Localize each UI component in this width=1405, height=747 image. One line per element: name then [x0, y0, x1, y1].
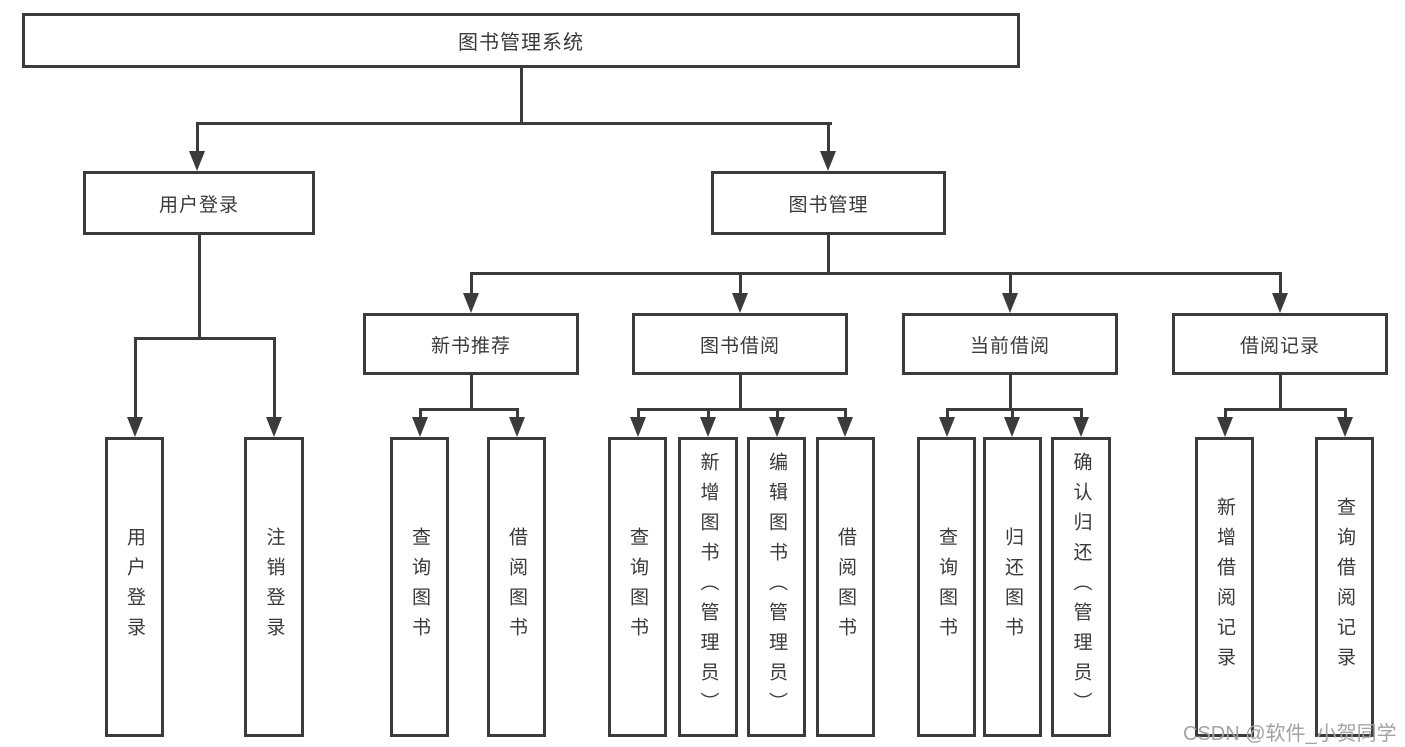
connector-root-rail	[196, 122, 832, 125]
leaf-query-borrow-record-label: 查询借阅记录	[1334, 497, 1355, 677]
arrow-down-icon	[189, 151, 205, 171]
connector-currentborrow-drop-1	[946, 408, 949, 417]
csdn-watermark: CSDN @软件_小贺同学	[1183, 723, 1397, 745]
leaf-query-books-recommend: 查询图书	[390, 437, 449, 737]
connector-bookmgmt-stem	[827, 235, 830, 272]
arrow-down-icon	[820, 151, 836, 171]
leaf-confirm-return-admin-label: 确认归还（管理员）	[1070, 452, 1092, 722]
arrow-down-icon	[837, 417, 853, 437]
node-current-borrow: 当前借阅	[902, 313, 1118, 375]
connector-root-drop-right	[827, 122, 830, 152]
leaf-add-books-admin: 新增图书（管理员）	[678, 437, 738, 737]
arrow-down-icon	[769, 417, 785, 437]
node-book-borrow: 图书借阅	[632, 313, 848, 375]
leaf-edit-books-admin: 编辑图书（管理员）	[747, 437, 806, 737]
arrow-down-icon	[127, 417, 143, 437]
arrow-down-icon	[732, 293, 748, 313]
leaf-query-books-current: 查询图书	[917, 437, 976, 737]
node-borrow-records: 借阅记录	[1172, 313, 1388, 375]
arrow-down-icon	[412, 417, 428, 437]
arrow-down-icon	[1004, 417, 1020, 437]
leaf-return-books: 归还图书	[983, 437, 1042, 737]
arrow-down-icon	[1217, 417, 1233, 437]
arrow-down-icon	[509, 417, 525, 437]
leaf-query-books-borrow-label: 查询图书	[627, 527, 648, 647]
arrow-down-icon	[700, 417, 716, 437]
connector-currentborrow-drop-2	[1011, 408, 1014, 417]
connector-newbook-stem	[470, 375, 473, 408]
connector-bookborrow-stem	[739, 375, 742, 408]
node-root-label: 图书管理系统	[458, 32, 584, 54]
connector-bookborrow-rail	[637, 408, 846, 411]
arrow-down-icon	[1272, 293, 1288, 313]
connector-root-stem	[520, 68, 523, 122]
leaf-user-login-label: 用户登录	[124, 527, 145, 647]
connector-borrowrecords-drop-1	[1224, 408, 1227, 417]
leaf-logout-label: 注销登录	[263, 527, 285, 647]
arrow-down-icon	[939, 417, 955, 437]
connector-newbook-drop-1	[419, 408, 422, 417]
leaf-borrow-books: 借阅图书	[816, 437, 875, 737]
connector-borrowrecords-stem	[1279, 375, 1282, 408]
connector-bookmgmt-drop-2	[739, 272, 742, 293]
arrow-down-icon	[1002, 293, 1018, 313]
leaf-borrow-books-label: 借阅图书	[835, 527, 856, 647]
connector-bookmgmt-drop-4	[1279, 272, 1282, 293]
leaf-user-login: 用户登录	[105, 437, 164, 737]
arrow-down-icon	[1337, 417, 1353, 437]
leaf-logout: 注销登录	[244, 437, 304, 737]
connector-userlogin-drop-1	[134, 337, 137, 417]
connector-newbook-rail	[419, 408, 517, 411]
connector-borrowrecords-drop-2	[1344, 408, 1347, 417]
node-borrow-records-label: 借阅记录	[1239, 335, 1320, 357]
leaf-query-books-borrow: 查询图书	[608, 437, 667, 737]
leaf-query-books-recommend-label: 查询图书	[409, 527, 430, 647]
leaf-borrow-books-recommend-label: 借阅图书	[506, 527, 527, 647]
connector-bookborrow-drop-4	[844, 408, 847, 417]
connector-currentborrow-drop-3	[1080, 408, 1083, 417]
leaf-edit-books-admin-label: 编辑图书（管理员）	[766, 452, 787, 722]
node-user-login-group: 用户登录	[83, 171, 315, 235]
connector-bookmgmt-rail	[470, 272, 1281, 275]
leaf-confirm-return-admin: 确认归还（管理员）	[1051, 437, 1111, 737]
connector-bookborrow-drop-2	[707, 408, 710, 417]
leaf-return-books-label: 归还图书	[1002, 527, 1023, 647]
node-book-management-label: 图书管理	[788, 194, 869, 216]
arrow-down-icon	[463, 293, 479, 313]
arrow-down-icon	[630, 417, 646, 437]
arrow-down-icon	[1073, 417, 1089, 437]
connector-root-drop-left	[196, 122, 199, 152]
connector-borrowrecords-rail	[1224, 408, 1345, 411]
node-book-borrow-label: 图书借阅	[699, 335, 780, 357]
node-root: 图书管理系统	[22, 13, 1020, 68]
node-new-book-recommend-label: 新书推荐	[430, 335, 511, 357]
node-book-management: 图书管理	[711, 171, 946, 235]
node-user-login-group-label: 用户登录	[158, 194, 239, 216]
connector-currentborrow-stem	[1009, 375, 1012, 408]
connector-bookmgmt-drop-1	[470, 272, 473, 293]
connector-userlogin-drop-2	[273, 337, 276, 417]
connector-userlogin-stem	[198, 235, 201, 337]
connector-currentborrow-rail	[946, 408, 1082, 411]
connector-bookborrow-drop-3	[776, 408, 779, 417]
arrow-down-icon	[266, 417, 282, 437]
leaf-add-books-admin-label: 新增图书（管理员）	[697, 452, 719, 722]
connector-newbook-drop-2	[516, 408, 519, 417]
node-current-borrow-label: 当前借阅	[969, 335, 1050, 357]
leaf-query-borrow-record: 查询借阅记录	[1315, 437, 1374, 737]
connector-bookborrow-drop-1	[637, 408, 640, 417]
leaf-borrow-books-recommend: 借阅图书	[487, 437, 546, 737]
leaf-query-books-current-label: 查询图书	[936, 527, 957, 647]
node-new-book-recommend: 新书推荐	[363, 313, 579, 375]
leaf-add-borrow-record-label: 新增借阅记录	[1214, 497, 1235, 677]
connector-bookmgmt-drop-3	[1009, 272, 1012, 293]
connector-userlogin-rail	[134, 337, 276, 340]
leaf-add-borrow-record: 新增借阅记录	[1195, 437, 1254, 737]
